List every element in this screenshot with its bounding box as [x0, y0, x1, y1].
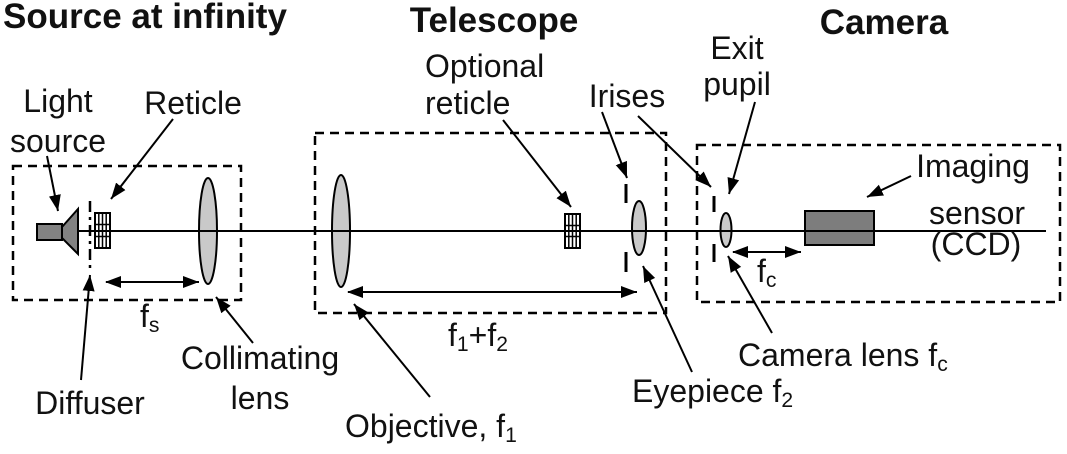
imaging-sensor-label-line3: (CCD)	[930, 226, 1022, 262]
imaging-sensor-arrow	[866, 175, 912, 198]
light-source-icon	[36, 206, 79, 257]
objective-arrow	[353, 303, 431, 398]
exit-pupil-label: Exit pupil	[703, 30, 771, 102]
f1f2-label: f1+f2	[448, 317, 508, 357]
eyepiece-label: Eyepiece f2	[632, 373, 794, 413]
collimating-lens-arrow	[215, 296, 254, 344]
reticle-arrow	[110, 118, 174, 200]
imaging-sensor-icon	[804, 210, 875, 246]
camera-lens-arrow	[727, 255, 773, 334]
camera-section-title: Camera	[819, 3, 949, 42]
iris-1-arrow	[601, 111, 628, 179]
optional-reticle-label: Optional reticle	[425, 48, 545, 121]
leader-arrows	[46, 101, 912, 398]
camera-section-box	[695, 143, 1062, 304]
telescope-section-box	[313, 131, 668, 315]
optional-reticle-arrow	[502, 119, 572, 208]
iris-2-arrow	[637, 115, 712, 188]
source-section-title: Source at infinity	[3, 0, 287, 36]
eyepiece-lens-icon	[631, 200, 647, 256]
camera-lens-label: Camera lens fc	[738, 337, 948, 377]
eyepiece-arrow	[642, 265, 693, 373]
irises-label: Irises	[588, 78, 666, 114]
reticle-label: Reticle	[144, 85, 242, 121]
fs-label: fs	[140, 298, 160, 338]
imaging-sensor-label-line2: sensor	[928, 195, 1026, 231]
diffuser-arrow	[80, 274, 95, 381]
exit-pupil-arrow	[727, 101, 756, 195]
imaging-sensor-label-line1: Imaging	[916, 148, 1030, 184]
telescope-section-title: Telescope	[409, 1, 579, 40]
light-source-label: Light source	[9, 83, 107, 159]
source-section-box	[11, 164, 243, 302]
fc-label: fc	[757, 253, 777, 293]
light-source-arrow	[46, 155, 61, 212]
objective-label: Objective, f1	[345, 408, 517, 448]
diffuser-label: Diffuser	[35, 385, 145, 421]
collimating-lens-label: Collimating lens	[180, 340, 340, 416]
